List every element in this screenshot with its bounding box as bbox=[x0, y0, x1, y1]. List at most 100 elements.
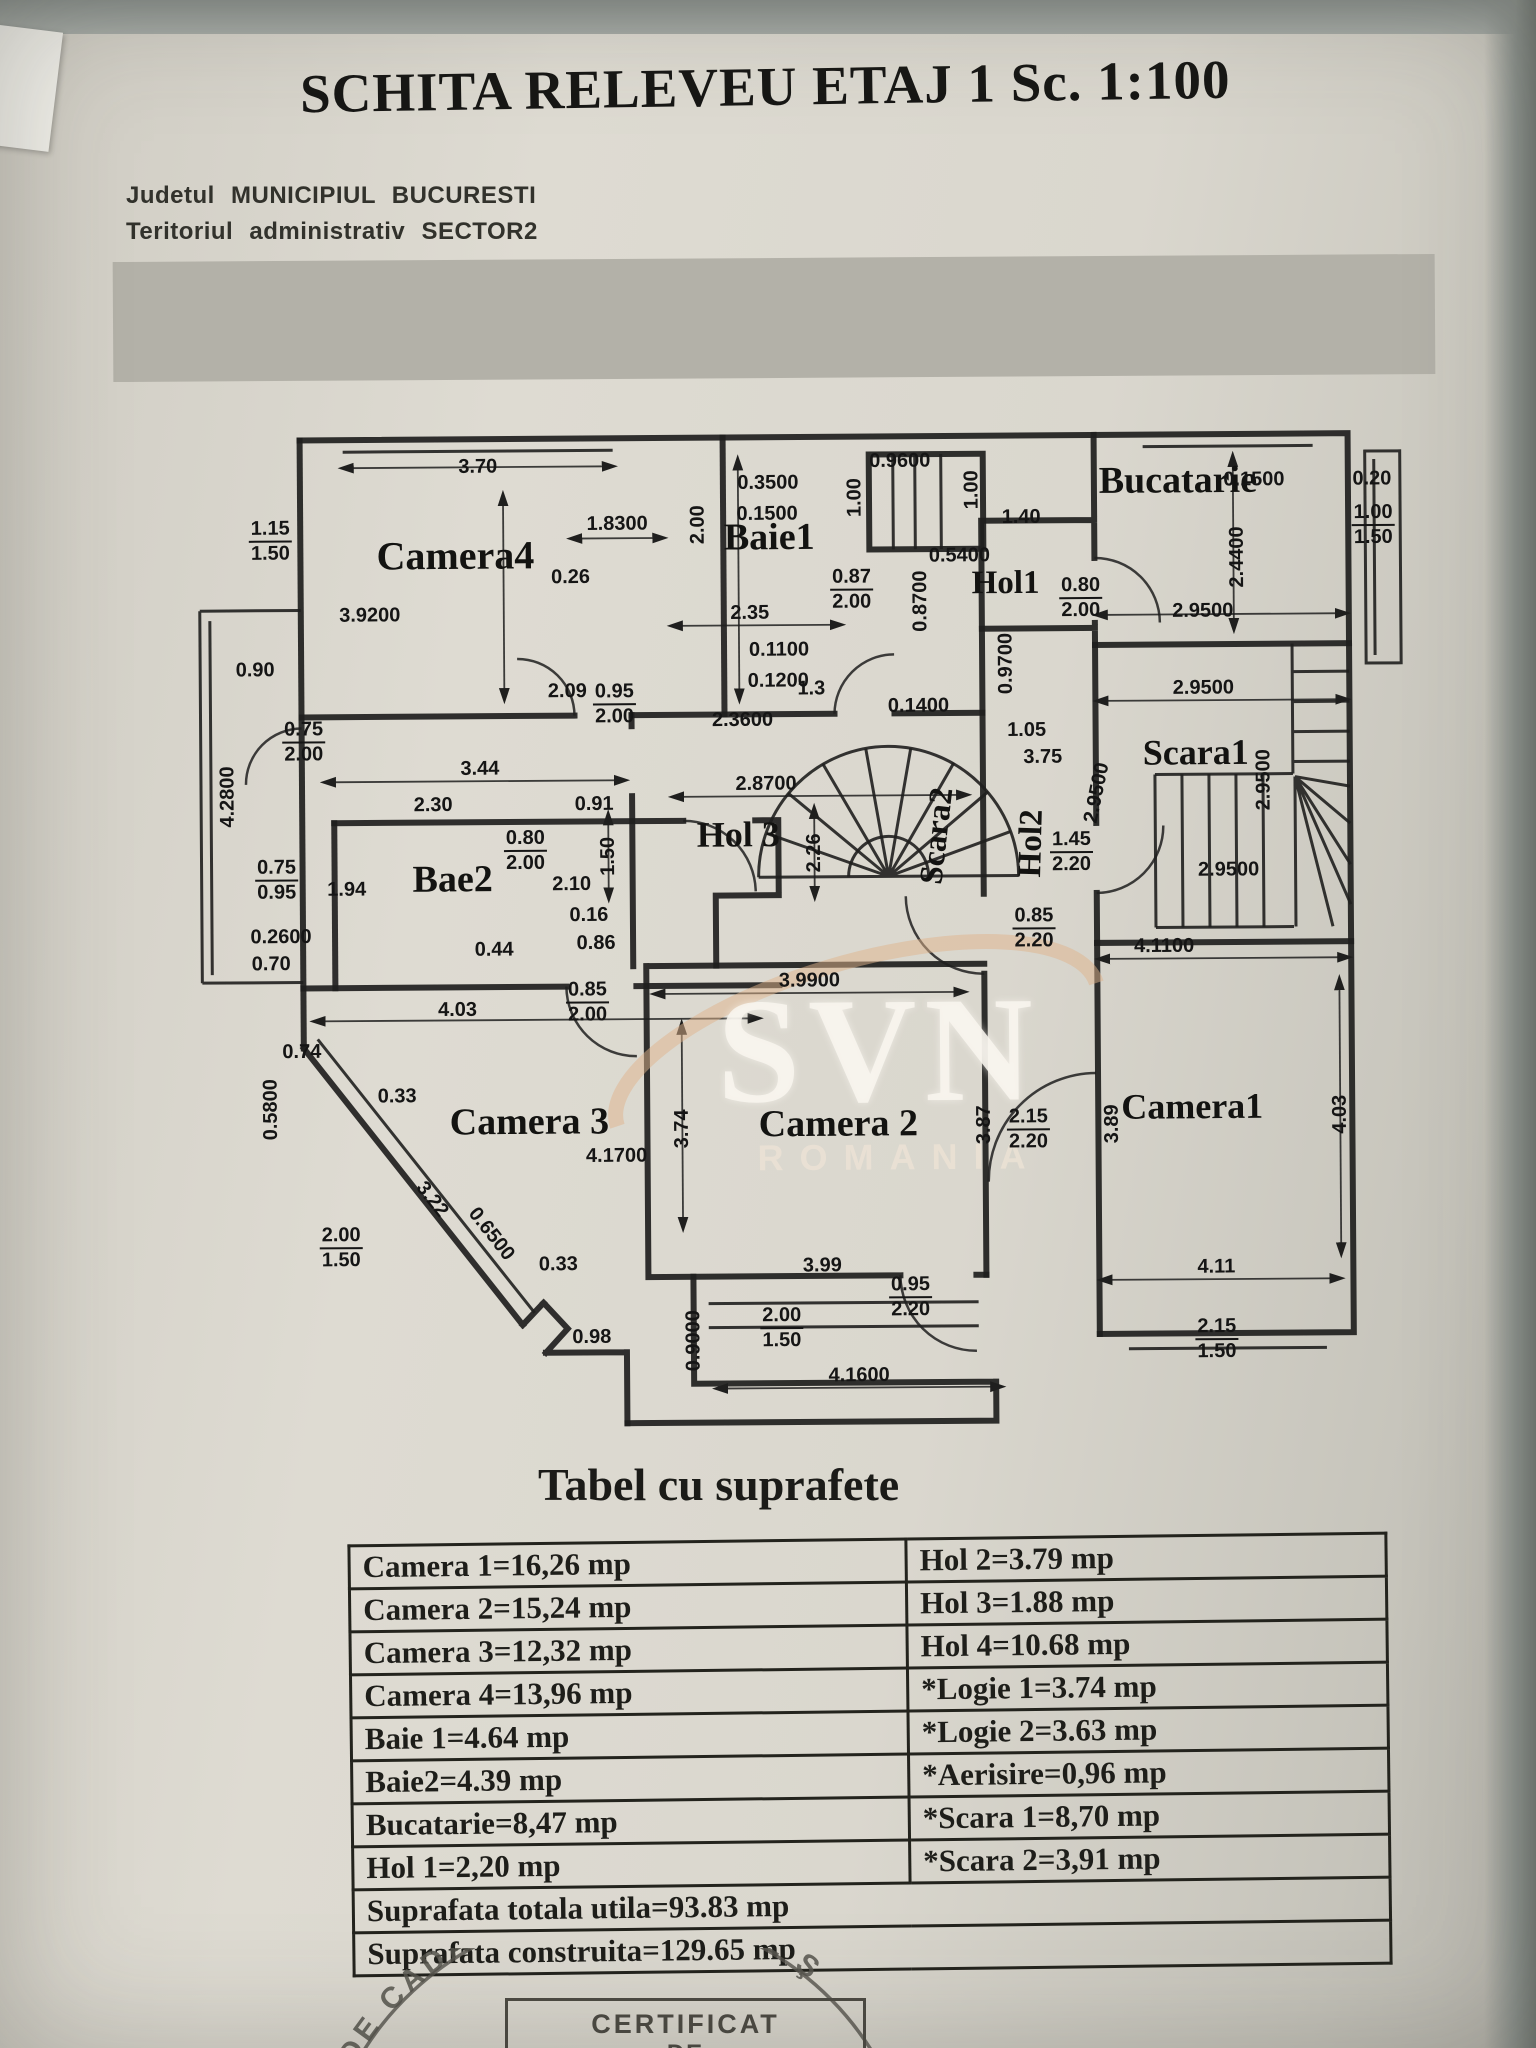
dimension-label: 2.8700 bbox=[735, 772, 797, 795]
dimension-label: 0.16 bbox=[569, 903, 609, 927]
dimension-label: 4.2800 bbox=[216, 766, 239, 828]
certificate-box: CERTIFICAT DE bbox=[505, 1998, 866, 2048]
dimension-label: 2.00 bbox=[686, 505, 709, 545]
dimension-label: 0.91 bbox=[574, 792, 614, 816]
dimension-label: 3.22 bbox=[411, 1177, 453, 1222]
dimension-label: 0.1100 bbox=[748, 638, 810, 661]
dimension-label: 2.9500 bbox=[1197, 858, 1260, 881]
table-cell: Camera 1=16,26 mp bbox=[348, 1539, 907, 1589]
dimension-label: 4.03 bbox=[438, 998, 478, 1022]
room-label: Scara1 bbox=[1142, 731, 1249, 773]
table-cell: Baie 1=4.64 mp bbox=[351, 1711, 909, 1761]
dimension-label: 2.9500 bbox=[1172, 676, 1234, 699]
dimension-label: 0.33 bbox=[538, 1253, 578, 1276]
dimension-label: 2.10 bbox=[552, 872, 592, 896]
table-cell: *Logie 1=3.74 mp bbox=[907, 1662, 1388, 1712]
dimension-label: 0.70 bbox=[251, 953, 291, 976]
room-label: Camera1 bbox=[1121, 1085, 1264, 1127]
dimension-label: 0.1500 bbox=[736, 502, 798, 525]
dimension-label: 3.70 bbox=[458, 455, 498, 478]
dimension-label: 1.3 bbox=[797, 677, 826, 700]
dimension-label: 0.2600 bbox=[250, 925, 312, 949]
table-cell: Camera 4=13,96 mp bbox=[350, 1668, 908, 1718]
dimension-label: 0.9700 bbox=[994, 632, 1017, 695]
room-label: Bae2 bbox=[412, 858, 493, 901]
dimension-label: 3.89 bbox=[1100, 1104, 1124, 1144]
table-cell: *Aerisire=0,96 mp bbox=[908, 1748, 1389, 1798]
table-cell: Hol 1=2,20 mp bbox=[352, 1840, 911, 1890]
dimension-label: 2.26 bbox=[802, 833, 826, 873]
dimension-label: 3.44 bbox=[460, 757, 500, 780]
dimension-label: 3.9200 bbox=[339, 604, 401, 627]
photo-background-right bbox=[1484, 0, 1536, 2048]
page-title: SCHITA RELEVEU ETAJ 1 Sc. 1:100 bbox=[299, 48, 1231, 125]
dimension-label: 2.09 bbox=[547, 679, 587, 703]
dimension-label: 3.9900 bbox=[778, 969, 841, 992]
room-label: Scara2 bbox=[913, 785, 961, 887]
redaction-bar bbox=[112, 253, 1436, 383]
dimension-label: 3.75 bbox=[1023, 745, 1063, 768]
dimension-label: 2.9500 bbox=[1079, 760, 1114, 826]
room-label: Hol 3 bbox=[696, 814, 780, 855]
dimension-label: 1.50 bbox=[596, 836, 620, 876]
dimension-label: 2.35 bbox=[730, 601, 770, 624]
region-line-teritoriu: Teritoriul administrativ SECTOR2 bbox=[126, 218, 538, 245]
dimension-label: 2.3600 bbox=[711, 708, 774, 732]
dimension-label: 0.33 bbox=[377, 1085, 417, 1108]
dimension-label: 0.3500 bbox=[737, 471, 799, 494]
dimension-label: 4.03 bbox=[1328, 1094, 1351, 1134]
room-label: Hol1 bbox=[971, 564, 1040, 602]
dimension-label: 0.26 bbox=[550, 565, 591, 589]
dimension-label: 0.44 bbox=[474, 938, 514, 961]
certificate-line2: DE bbox=[508, 2040, 863, 2048]
dimension-label: 1.05 bbox=[1007, 718, 1047, 742]
table-cell: Hol 3=1.88 mp bbox=[906, 1576, 1387, 1626]
table-cell: *Logie 2=3.63 mp bbox=[907, 1705, 1389, 1755]
region-line-judet: Judetul MUNICIPIUL BUCURESTI bbox=[126, 182, 537, 209]
dimension-label: 0.8700 bbox=[909, 570, 932, 632]
paper-edge-sliver bbox=[0, 24, 64, 152]
table-cell: Camera 2=15,24 mp bbox=[349, 1582, 907, 1632]
room-label: Hol2 bbox=[1011, 808, 1050, 878]
table-cell: *Scara 1=8,70 mp bbox=[909, 1791, 1390, 1841]
table-cell: *Scara 2=3,91 mp bbox=[909, 1834, 1391, 1884]
dimension-label: 4.1600 bbox=[828, 1363, 890, 1387]
dimension-label: 0.9000 bbox=[682, 1310, 705, 1372]
dimension-label: 0.1400 bbox=[887, 694, 950, 717]
dimension-label: 0.1500 bbox=[1223, 468, 1285, 491]
table-cell: Hol 2=3.79 mp bbox=[905, 1533, 1387, 1583]
dimension-label: 2.4400 bbox=[1225, 526, 1249, 588]
dimension-label: 1.00 bbox=[843, 478, 866, 518]
dimension-label: 0.5800 bbox=[259, 1079, 282, 1141]
dimension-label: 3.74 bbox=[670, 1109, 694, 1149]
table-cell: Hol 4=10.68 mp bbox=[906, 1619, 1388, 1669]
dimension-label: 1.00 bbox=[960, 470, 983, 510]
dimension-label: 0.9600 bbox=[869, 449, 931, 473]
table-cell: Baie2=4.39 mp bbox=[351, 1754, 910, 1804]
dimension-label: 1.8300 bbox=[586, 512, 648, 535]
table-cell: Camera 3=12,32 mp bbox=[349, 1625, 908, 1675]
areas-table-heading: Tabel cu suprafete bbox=[538, 1459, 900, 1510]
dimension-label: 0.6500 bbox=[463, 1203, 520, 1265]
dimension-label: 2.9500 bbox=[1252, 749, 1275, 811]
dimension-label: 1.40 bbox=[1001, 505, 1041, 529]
table-cell: Bucatarie=8,47 mp bbox=[352, 1797, 910, 1847]
dimension-label: 4.1700 bbox=[585, 1144, 648, 1168]
